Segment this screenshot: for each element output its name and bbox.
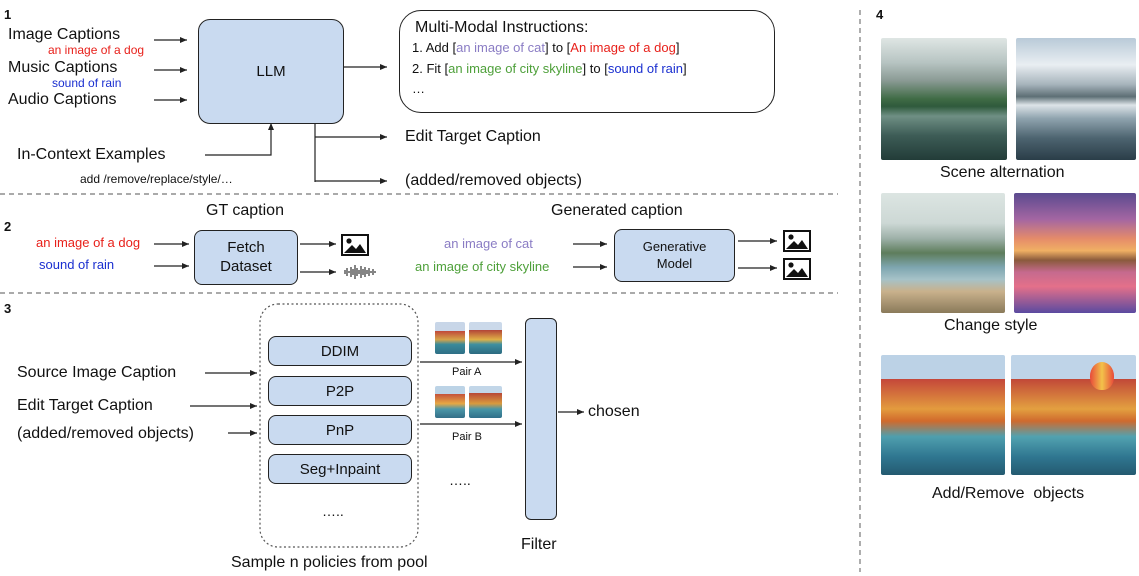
arrow-incontext-to-llm	[205, 123, 274, 156]
filter-box	[525, 318, 557, 520]
generated-caption-heading: Generated caption	[551, 202, 683, 219]
style-edited-image	[1014, 193, 1136, 313]
instruction-2-end: ]	[683, 61, 687, 76]
section-number-1: 1	[4, 7, 12, 22]
section-number-3: 3	[4, 301, 12, 316]
fetch-label: Fetch	[227, 238, 265, 256]
instruction-1-end: ]	[675, 40, 680, 55]
policy-ddim-label: DDIM	[320, 342, 360, 360]
instruction-2-mid: ] to [	[582, 61, 608, 76]
pair-a-target-thumb	[469, 322, 502, 354]
llm-label: LLM	[256, 63, 286, 80]
policy-p2p-label: P2P	[325, 382, 355, 400]
style-source-image	[881, 193, 1005, 313]
instruction-ellipsis: …	[412, 81, 425, 96]
added-removed-objects-3: (added/removed objects)	[17, 425, 194, 442]
instruction-2-prefix: 2. Fit [	[412, 61, 449, 76]
pair-b-label: Pair B	[452, 431, 482, 443]
example-music-caption: sound of rain	[52, 76, 122, 90]
pair-a-source-thumb	[435, 322, 465, 354]
filter-label: Filter	[521, 536, 557, 553]
policy-ddim: DDIM	[268, 336, 412, 366]
instruction-line-2: 2. Fit [an image of city skyline] to [so…	[412, 62, 687, 75]
edit-target-caption: Edit Target Caption	[405, 128, 541, 145]
incontext-label: In-Context Examples	[17, 146, 166, 163]
instruction-line-1: 1. Add [an image of cat] to [An image of…	[412, 41, 679, 54]
instruction-1-prefix: 1. Add [	[412, 40, 457, 55]
policy-pnp: PnP	[268, 415, 412, 445]
gen-input-cat: an image of cat	[444, 236, 533, 251]
add-remove-caption: Add/Remove objects	[932, 485, 1085, 502]
input-music-captions: Music Captions	[8, 59, 118, 76]
fetch-dataset-box: Fetch Dataset	[194, 230, 298, 285]
add-remove-source-image	[881, 355, 1005, 475]
instruction-2-source: an image of city skyline	[448, 61, 583, 76]
section-number-4: 4	[876, 7, 884, 22]
image-icon	[783, 258, 811, 280]
hot-air-balloon	[1090, 362, 1114, 390]
audio-waveform-icon	[344, 265, 376, 279]
instruction-1-mid: ] to [	[544, 40, 571, 55]
edit-target-caption-3: Edit Target Caption	[17, 397, 153, 414]
change-style-caption: Change style	[944, 317, 1038, 334]
scene-edited-image	[1016, 38, 1136, 160]
model-label: Model	[656, 255, 693, 271]
dataset-label: Dataset	[220, 257, 272, 275]
policy-seg-inpaint-label: Seg+Inpaint	[299, 460, 381, 478]
pair-a-label: Pair A	[452, 366, 482, 378]
gt-input-dog: an image of a dog	[36, 235, 141, 250]
policy-pnp-label: PnP	[325, 421, 355, 439]
incontext-sub: add /remove/replace/style/…	[80, 172, 233, 186]
policy-pool	[259, 303, 419, 548]
llm-box: LLM	[198, 19, 344, 124]
pair-b-target-thumb	[469, 386, 502, 418]
example-image-caption: an image of a dog	[48, 43, 145, 57]
input-image-captions: Image Captions	[8, 26, 121, 43]
generative-label: Generative	[642, 238, 707, 254]
added-removed-objects: (added/removed objects)	[405, 172, 582, 189]
policy-seg-inpaint: Seg+Inpaint	[268, 454, 412, 484]
instruction-1-source: an image of cat	[456, 40, 545, 55]
pairs-more: …..	[449, 472, 471, 488]
policy-p2p: P2P	[268, 376, 412, 406]
gt-caption-heading: GT caption	[206, 202, 284, 219]
policy-more: …..	[322, 503, 344, 519]
pair-b-source-thumb	[435, 386, 465, 418]
instructions-title: Multi-Modal Instructions:	[415, 19, 589, 36]
section-number-2: 2	[4, 219, 12, 234]
source-image-caption: Source Image Caption	[17, 364, 177, 381]
image-icon	[341, 234, 369, 256]
gt-input-rain: sound of rain	[39, 257, 115, 272]
instruction-1-target: An image of a dog	[570, 40, 676, 55]
add-remove-edited-image	[1011, 355, 1136, 475]
generative-model-box: Generative Model	[614, 229, 735, 282]
chosen-label: chosen	[588, 403, 640, 420]
instruction-2-target: sound of rain	[607, 61, 683, 76]
input-audio-captions: Audio Captions	[8, 91, 117, 108]
instructions-box: Multi-Modal Instructions: 1. Add [an ima…	[399, 10, 775, 113]
image-icon	[783, 230, 811, 252]
pool-caption: Sample n policies from pool	[231, 554, 428, 571]
gen-input-city: an image of city skyline	[415, 259, 550, 274]
scene-source-image	[881, 38, 1007, 160]
scene-alternation-caption: Scene alternation	[940, 164, 1065, 181]
